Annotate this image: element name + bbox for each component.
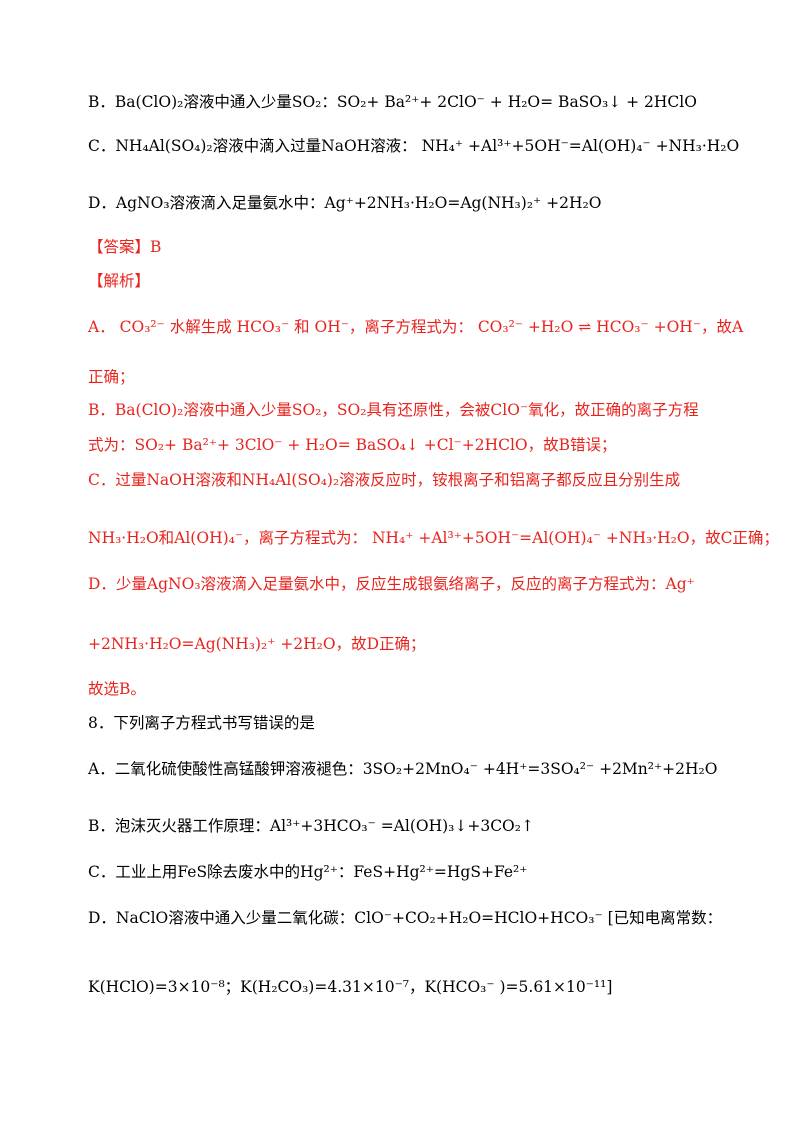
question-8-option-b: B．泡沫灭火器工作原理：Al³⁺+3HCO₃⁻ =Al(OH)₃↓+3CO₂↑ [88, 817, 534, 835]
analysis-label: 【解析】 [88, 272, 151, 290]
answer-label: 【答案】B [88, 238, 162, 256]
explanation-b-line2: 式为：SO₂+ Ba²⁺+ 3ClO⁻ + H₂O= BaSO₄↓ +Cl⁻+2… [88, 436, 617, 454]
explanation-b-line1: B．Ba(ClO)₂溶液中通入少量SO₂，SO₂具有还原性，会被ClO⁻氧化，故… [88, 401, 699, 419]
explanation-a-line2: 正确； [88, 368, 135, 386]
explanation-c-line2: NH₃·H₂O和Al(OH)₄⁻，离子方程式为： NH₄⁺ +Al³⁺+5OH⁻… [88, 529, 779, 547]
option-c-line: C．NH₄Al(SO₄)₂溶液中滴入过量NaOH溶液： NH₄⁺ +Al³⁺+5… [88, 137, 740, 155]
option-b-line: B．Ba(ClO)₂溶液中通入少量SO₂：SO₂+ Ba²⁺+ 2ClO⁻ + … [88, 93, 697, 111]
question-8-option-c: C．工业上用FeS除去废水中的Hg²⁺：FeS+Hg²⁺=HgS+Fe²⁺ [88, 863, 528, 881]
question-8-stem: 8．下列离子方程式书写错误的是 [88, 714, 315, 732]
question-8-option-a: A．二氧化硫使酸性高锰酸钾溶液褪色：3SO₂+2MnO₄⁻ +4H⁺=3SO₄²… [88, 760, 718, 778]
question-8-option-d-line2: K(HClO)=3×10⁻⁸；K(H₂CO₃)=4.31×10⁻⁷，K(HCO₃… [88, 978, 613, 996]
explanation-d-line2: +2NH₃·H₂O=Ag(NH₃)₂⁺ +2H₂O，故D正确； [88, 635, 426, 653]
explanation-a-line1: A． CO₃²⁻ 水解生成 HCO₃⁻ 和 OH⁻，离子方程式为： CO₃²⁻ … [88, 318, 744, 336]
question-8-option-d-line1: D．NaClO溶液中通入少量二氧化碳：ClO⁻+CO₂+H₂O=HClO+HCO… [88, 909, 723, 927]
conclusion-line: 故选B。 [88, 680, 146, 698]
explanation-c-line1: C．过量NaOH溶液和NH₄Al(SO₄)₂溶液反应时，铵根离子和铝离子都反应且… [88, 471, 681, 489]
option-d-line: D．AgNO₃溶液滴入足量氨水中：Ag⁺+2NH₃·H₂O=Ag(NH₃)₂⁺ … [88, 194, 602, 212]
explanation-d-line1: D．少量AgNO₃溶液滴入足量氨水中，反应生成银氨络离子，反应的离子方程式为：A… [88, 575, 695, 593]
